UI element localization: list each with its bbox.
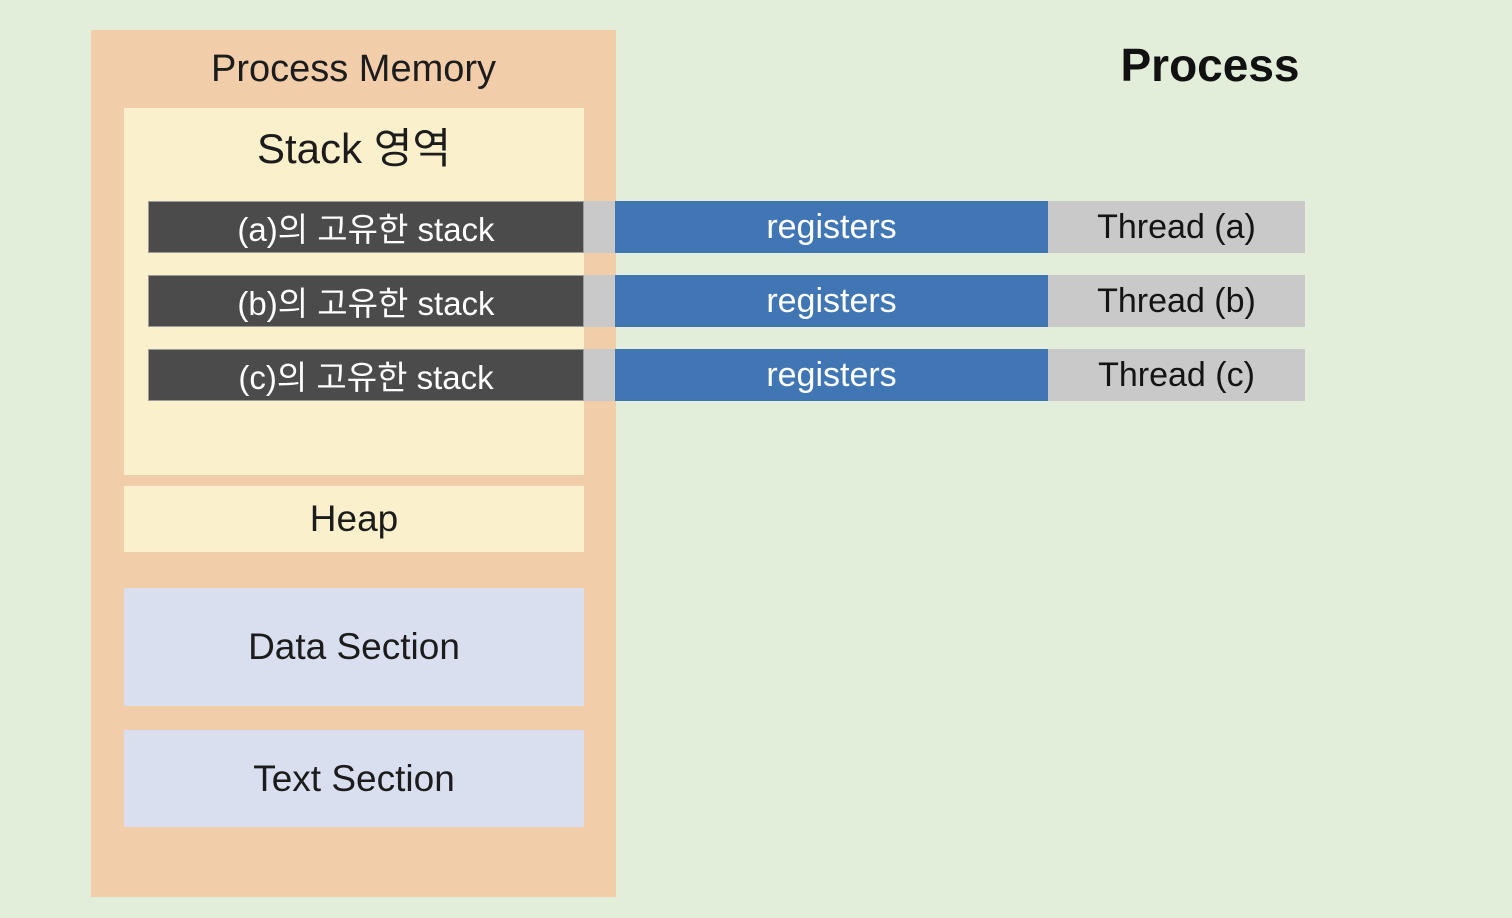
thread-b-registers-bar: registers xyxy=(615,275,1048,327)
thread-a-stack-bar: (a)의 고유한 stack xyxy=(148,201,584,253)
data-section-label: Data Section xyxy=(248,626,460,667)
thread-c-connector-bar xyxy=(584,349,615,401)
thread-b-connector-bar xyxy=(584,275,615,327)
thread-row-b: (b)의 고유한 stack registers Thread (b) xyxy=(148,275,1305,327)
thread-row-a: (a)의 고유한 stack registers Thread (a) xyxy=(148,201,1305,253)
thread-b-stack-bar: (b)의 고유한 stack xyxy=(148,275,584,327)
data-section-box: Data Section xyxy=(124,588,584,706)
process-memory-box: Process Memory Stack 영역 Heap Data Sectio… xyxy=(91,30,616,897)
thread-c-label-bar: Thread (c) xyxy=(1048,349,1305,401)
heap-box: Heap xyxy=(124,486,584,552)
thread-a-connector-bar xyxy=(584,201,615,253)
thread-b-label-bar: Thread (b) xyxy=(1048,275,1305,327)
thread-a-label-bar: Thread (a) xyxy=(1048,201,1305,253)
process-title: Process xyxy=(1120,39,1300,91)
text-section-label: Text Section xyxy=(253,757,455,799)
thread-row-c: (c)의 고유한 stack registers Thread (c) xyxy=(148,349,1305,401)
thread-c-stack-bar: (c)의 고유한 stack xyxy=(148,349,584,401)
text-section-box: Text Section xyxy=(124,730,584,827)
process-memory-title: Process Memory xyxy=(210,47,497,90)
heap-label: Heap xyxy=(309,498,399,539)
thread-c-registers-bar: registers xyxy=(615,349,1048,401)
thread-a-registers-bar: registers xyxy=(615,201,1048,253)
stack-region-title: Stack 영역 xyxy=(257,125,451,172)
